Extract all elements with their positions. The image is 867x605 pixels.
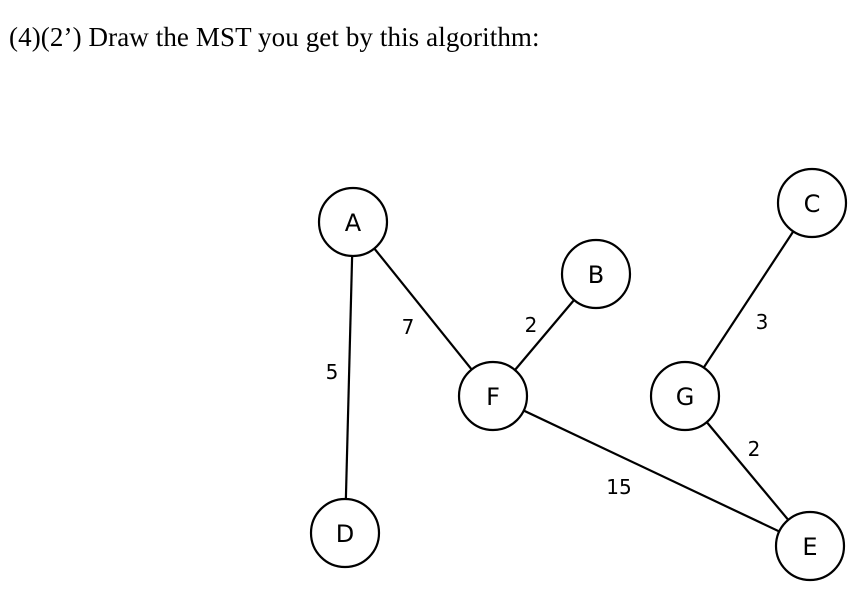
edge-weight-a-f: 7 xyxy=(402,315,415,339)
node-circle-b xyxy=(560,238,632,310)
node-circle-g xyxy=(649,360,721,432)
node-e: E xyxy=(774,510,846,582)
node-label-g: G xyxy=(676,383,695,411)
edge-g-c xyxy=(684,202,813,397)
edge-weight-a-d: 5 xyxy=(326,360,339,384)
node-b: B xyxy=(560,238,632,310)
node-circle-d xyxy=(309,497,381,569)
question-text: (4)(2’) Draw the MST you get by this alg… xyxy=(9,22,540,52)
node-label-b: B xyxy=(588,261,604,289)
node-c: C xyxy=(776,167,848,239)
node-label-e: E xyxy=(802,533,817,561)
edge-weight-g-e: 2 xyxy=(748,437,761,461)
node-circle-c xyxy=(776,167,848,239)
node-circle-f xyxy=(457,360,529,432)
node-label-f: F xyxy=(486,383,500,411)
node-f: F xyxy=(457,360,529,432)
node-d: D xyxy=(309,497,381,569)
node-label-d: D xyxy=(336,520,354,548)
edge-weight-f-b: 2 xyxy=(525,313,538,337)
edge-f-e xyxy=(492,395,811,547)
edge-a-d xyxy=(343,221,355,534)
nodes-layer: A B C D E F G xyxy=(309,167,848,582)
edge-weight-g-c: 3 xyxy=(756,310,769,334)
node-label-c: C xyxy=(804,190,821,218)
edge-weight-f-e: 15 xyxy=(606,475,631,499)
node-label-a: A xyxy=(345,209,362,237)
node-a: A xyxy=(317,186,389,258)
edge-weights-layer: 5 7 2 15 3 2 xyxy=(326,310,769,499)
node-circle-e xyxy=(774,510,846,582)
edge-a-f xyxy=(352,221,494,397)
node-g: G xyxy=(649,360,721,432)
node-circle-a xyxy=(317,186,389,258)
